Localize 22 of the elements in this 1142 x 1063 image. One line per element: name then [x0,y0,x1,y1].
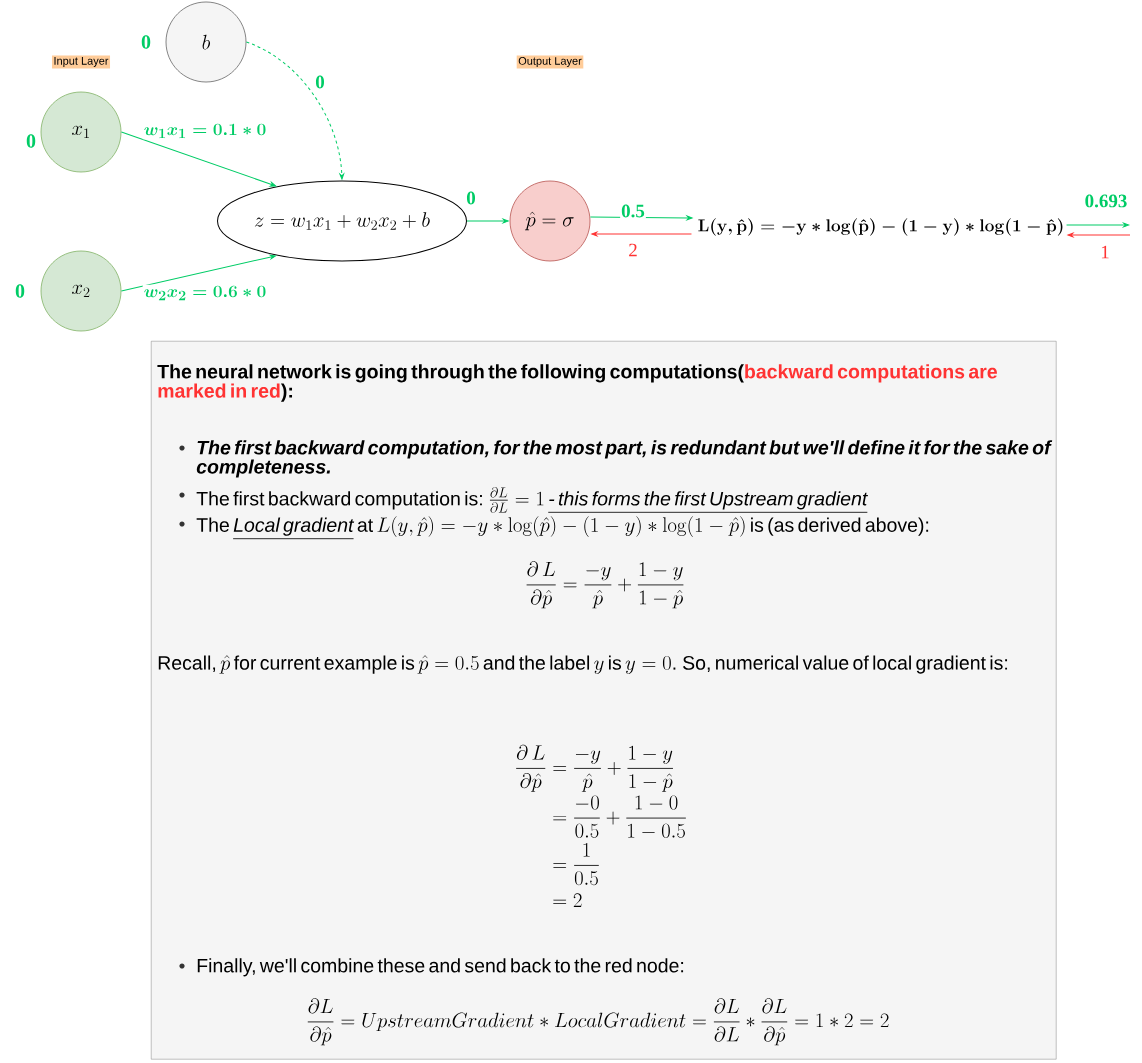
arrow [1067,232,1131,238]
edge-label: 0 [465,190,477,206]
layer-label: Output Layer [516,55,584,69]
edge-label: 0.693 [1083,193,1129,209]
arrow [120,254,277,292]
value-label: 0 [15,284,25,298]
edge-label: 0 [314,74,326,90]
arrow [245,41,345,180]
layer-label: Input Layer [52,55,110,69]
arrow [1066,222,1130,228]
loss-formula: $\mathbf{L(y,\hat{p})=-y*\log(\hat{p})-(1-y)*\log(1-\hat{p})}$ [698,218,1063,236]
text-panel: The neural network is going through the following computations(backward computations are marked in red): The first backward computation, for the most part, is redundant but we'll define it for the sake of completeness. The first backward computation is: $\frac{\partial L}{\partial L}=1$ - this forms the first Upstream gradient The Local gradient at $L(y,\hat{p})=-y*\log(\hat{p})-(1-y)*\log(1-\hat{p})$ is (as derived above): $\frac{\partial\,L}{\partial\hat{p}}=\frac{-y}{\hat{p}}+\frac{1-y}{1-\hat{p}}$ Recall, $\hat{p}$ for current example is $\hat{p}=0.5$ and the label $y$ is $y=0$. So, numerical value of local gradient is: $\begin{aligned}\frac{\partial\,L}{\partial\hat{p}}&=\frac{-y}{\hat{p}}+\frac{1-y}{1-\hat{p}}\\&=\frac{-0}{0.5}+\frac{1-0}{1-0.5}\\&=\frac{1}{0.5}\\&=2\end{aligned}$ Finally, we'll combine these and send back to the red node: $\frac{\partial L}{\partial\hat{p}}=UpstreamGradient*LocalGradient=\frac{\partial L}{\partial L}*\frac{\partial L}{\partial\hat{p}}=1*2=2$ [151,341,1057,1060]
edge-label: 1 [1099,244,1111,260]
edge-label: $w_1x_1=0.1*0$ [142,122,268,140]
arrow [120,131,277,187]
value-label: 0 [26,134,36,148]
arrow [466,218,509,224]
edge-label: 0.5 [620,203,646,219]
edge-label: $w_2x_2=0.6*0$ [142,284,268,302]
edge-label: 2 [627,242,639,258]
value-label: 0 [141,35,151,49]
arrow [591,231,692,237]
